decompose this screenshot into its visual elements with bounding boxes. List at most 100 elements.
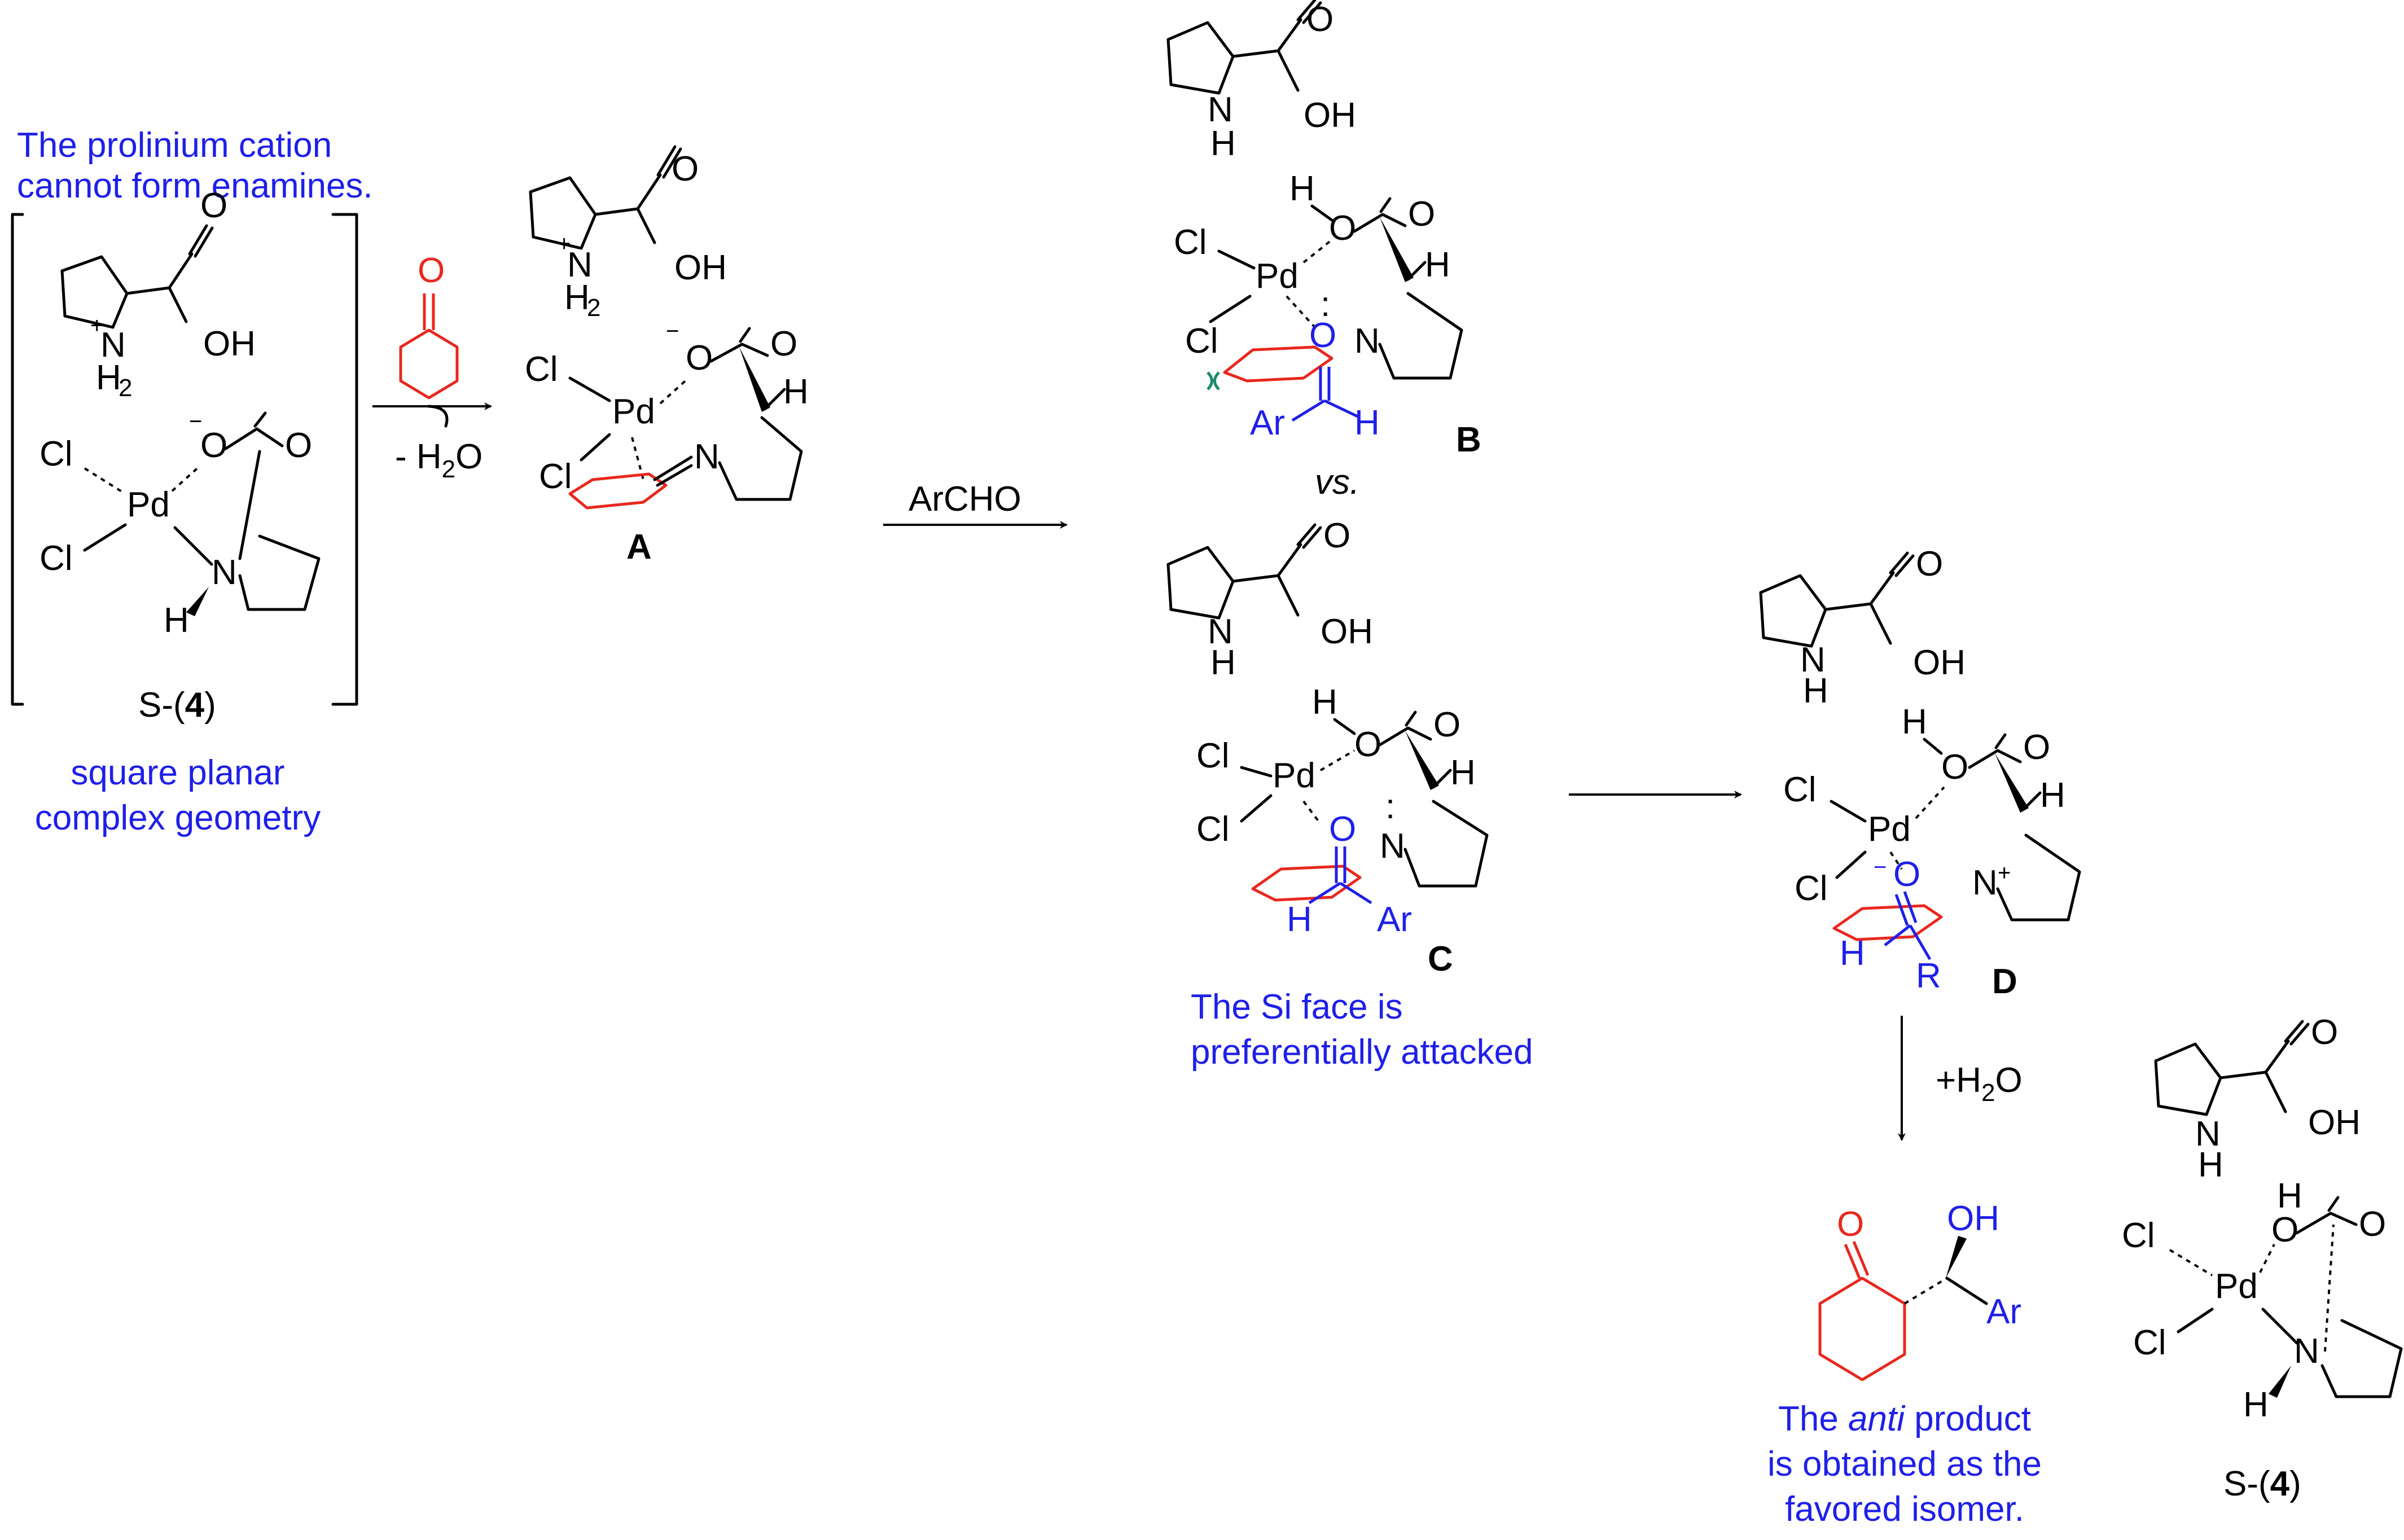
svg-text:cannot form enamines.: cannot form enamines.	[17, 166, 373, 205]
svg-text:Cl: Cl	[40, 435, 73, 473]
svg-text:OH: OH	[2308, 1103, 2361, 1142]
svg-text:OH: OH	[1913, 643, 1966, 682]
svg-text:N: N	[1208, 90, 1233, 129]
svg-text:The Si face is: The Si face is	[1191, 988, 1403, 1026]
svg-text:−: −	[666, 319, 679, 344]
svg-text:O: O	[1354, 725, 1381, 764]
svg-text:O: O	[2359, 1205, 2386, 1244]
svg-text:R: R	[1916, 957, 1941, 995]
svg-text:Pd: Pd	[1273, 756, 1315, 795]
svg-text:H: H	[1289, 169, 1315, 208]
svg-text:H: H	[1210, 643, 1236, 682]
svg-text:Pd: Pd	[1868, 810, 1911, 849]
svg-text:H: H	[96, 358, 121, 397]
svg-text:H: H	[1450, 753, 1476, 792]
svg-text:Cl: Cl	[40, 539, 73, 578]
label-a: A	[626, 528, 652, 567]
svg-text:O: O	[2311, 1013, 2338, 1052]
svg-text:Cl: Cl	[525, 350, 558, 389]
svg-text:H: H	[1840, 934, 1865, 973]
svg-text:vs.: vs.	[1315, 463, 1359, 502]
svg-text:N: N	[1380, 827, 1405, 866]
svg-text:O: O	[1433, 705, 1460, 744]
prolinium-note: The prolinium cation cannot form enamine…	[17, 126, 373, 205]
svg-text:O: O	[1329, 209, 1356, 248]
svg-text:Pd: Pd	[127, 485, 170, 524]
svg-text:O: O	[686, 339, 713, 378]
svg-text:+H2O: +H2O	[1936, 1061, 2023, 1107]
svg-text:Cl: Cl	[2133, 1323, 2166, 1362]
svg-text:square planar: square planar	[71, 753, 284, 792]
svg-text:Pd: Pd	[1256, 257, 1298, 296]
svg-text:O: O	[2271, 1210, 2298, 1249]
svg-text::: :	[1385, 787, 1395, 826]
svg-text:- H2O: - H2O	[395, 437, 482, 483]
proline-c: O OH N H	[1166, 516, 1373, 682]
svg-text:O: O	[672, 150, 699, 188]
svg-text:N: N	[1972, 863, 1998, 902]
svg-text:Cl: Cl	[1174, 223, 1207, 262]
svg-text:Pd: Pd	[2215, 1267, 2258, 1306]
svg-text:H: H	[1312, 683, 1337, 722]
svg-text:N: N	[694, 437, 720, 476]
svg-text:N: N	[2195, 1115, 2221, 1153]
svg-text:preferentially attacked: preferentially attacked	[1191, 1033, 1533, 1072]
svg-text:N: N	[567, 245, 593, 284]
svg-text:O: O	[1306, 0, 1333, 39]
svg-text:Cl: Cl	[1196, 810, 1230, 849]
svg-text:OH: OH	[674, 248, 727, 287]
svg-text:Cl: Cl	[2122, 1216, 2155, 1255]
pd-complex-s4-right: H O Cl Pd O Cl N H	[2122, 1177, 2403, 1424]
svg-text:Ar: Ar	[1377, 900, 1412, 939]
svg-text::: :	[1321, 285, 1330, 324]
svg-text:O: O	[770, 324, 797, 363]
svg-text:2: 2	[587, 294, 600, 322]
svg-text:is obtained as the: is obtained as the	[1767, 1445, 2042, 1484]
si-face-note: The Si face is preferentially attacked	[1191, 988, 1533, 1072]
svg-text:C: C	[1428, 940, 1453, 979]
svg-text:S-(4): S-(4)	[138, 686, 216, 725]
prolinium-cation-a: O OH N + H 2	[529, 145, 727, 322]
square-planar-note: square planar complex geometry	[35, 753, 321, 837]
svg-text:Cl: Cl	[1783, 770, 1817, 809]
svg-text:N: N	[100, 326, 126, 365]
label-vs: vs.	[1315, 463, 1359, 502]
svg-text:2: 2	[119, 374, 132, 402]
label-s4-right: S-(4)	[2223, 1464, 2301, 1503]
svg-text:O: O	[1941, 748, 1968, 787]
svg-text:O: O	[200, 426, 227, 465]
svg-text:H: H	[1287, 900, 1312, 939]
svg-text:H: H	[1210, 124, 1236, 163]
svg-text:N: N	[1800, 640, 1826, 679]
svg-text:+: +	[1998, 861, 2011, 885]
svg-text:H: H	[1803, 672, 1828, 710]
svg-text:H: H	[1902, 703, 1927, 742]
intermediate-a: Cl Cl Pd O − O H N	[525, 319, 809, 510]
svg-text:D: D	[1992, 962, 2017, 1001]
svg-text:OH: OH	[1321, 612, 1373, 651]
svg-text:H: H	[2198, 1146, 2223, 1184]
svg-text:N: N	[1208, 612, 1233, 651]
anti-aldol-product: O OH Ar	[1818, 1199, 2021, 1381]
svg-text:favored isomer.: favored isomer.	[1785, 1490, 2024, 1529]
svg-text:O: O	[285, 426, 312, 465]
svg-text:The anti product: The anti product	[1778, 1399, 2031, 1438]
arrow-step-4: +H2O	[1898, 1016, 2023, 1141]
svg-text:B: B	[1456, 420, 1481, 459]
svg-text:Ar: Ar	[1986, 1292, 2021, 1331]
svg-text:O: O	[1329, 810, 1356, 849]
arrow-step-1: - H2O	[372, 402, 492, 483]
svg-text:Cl: Cl	[1185, 322, 1218, 361]
svg-text:O: O	[1408, 195, 1435, 234]
svg-text:H: H	[2277, 1177, 2302, 1216]
arrow-step-2: ArCHO	[883, 480, 1068, 529]
svg-text:+: +	[90, 313, 103, 338]
proline-b: O OH N H	[1166, 0, 1356, 163]
svg-text:H: H	[783, 372, 809, 411]
svg-text:H: H	[1425, 245, 1450, 284]
intermediate-d: H O Cl Pd O H Cl O − N + H R	[1783, 703, 2081, 995]
svg-text:+: +	[558, 231, 571, 256]
svg-text:N: N	[1354, 322, 1380, 361]
svg-text:OH: OH	[1304, 96, 1356, 135]
svg-text:OH: OH	[1947, 1199, 1999, 1238]
